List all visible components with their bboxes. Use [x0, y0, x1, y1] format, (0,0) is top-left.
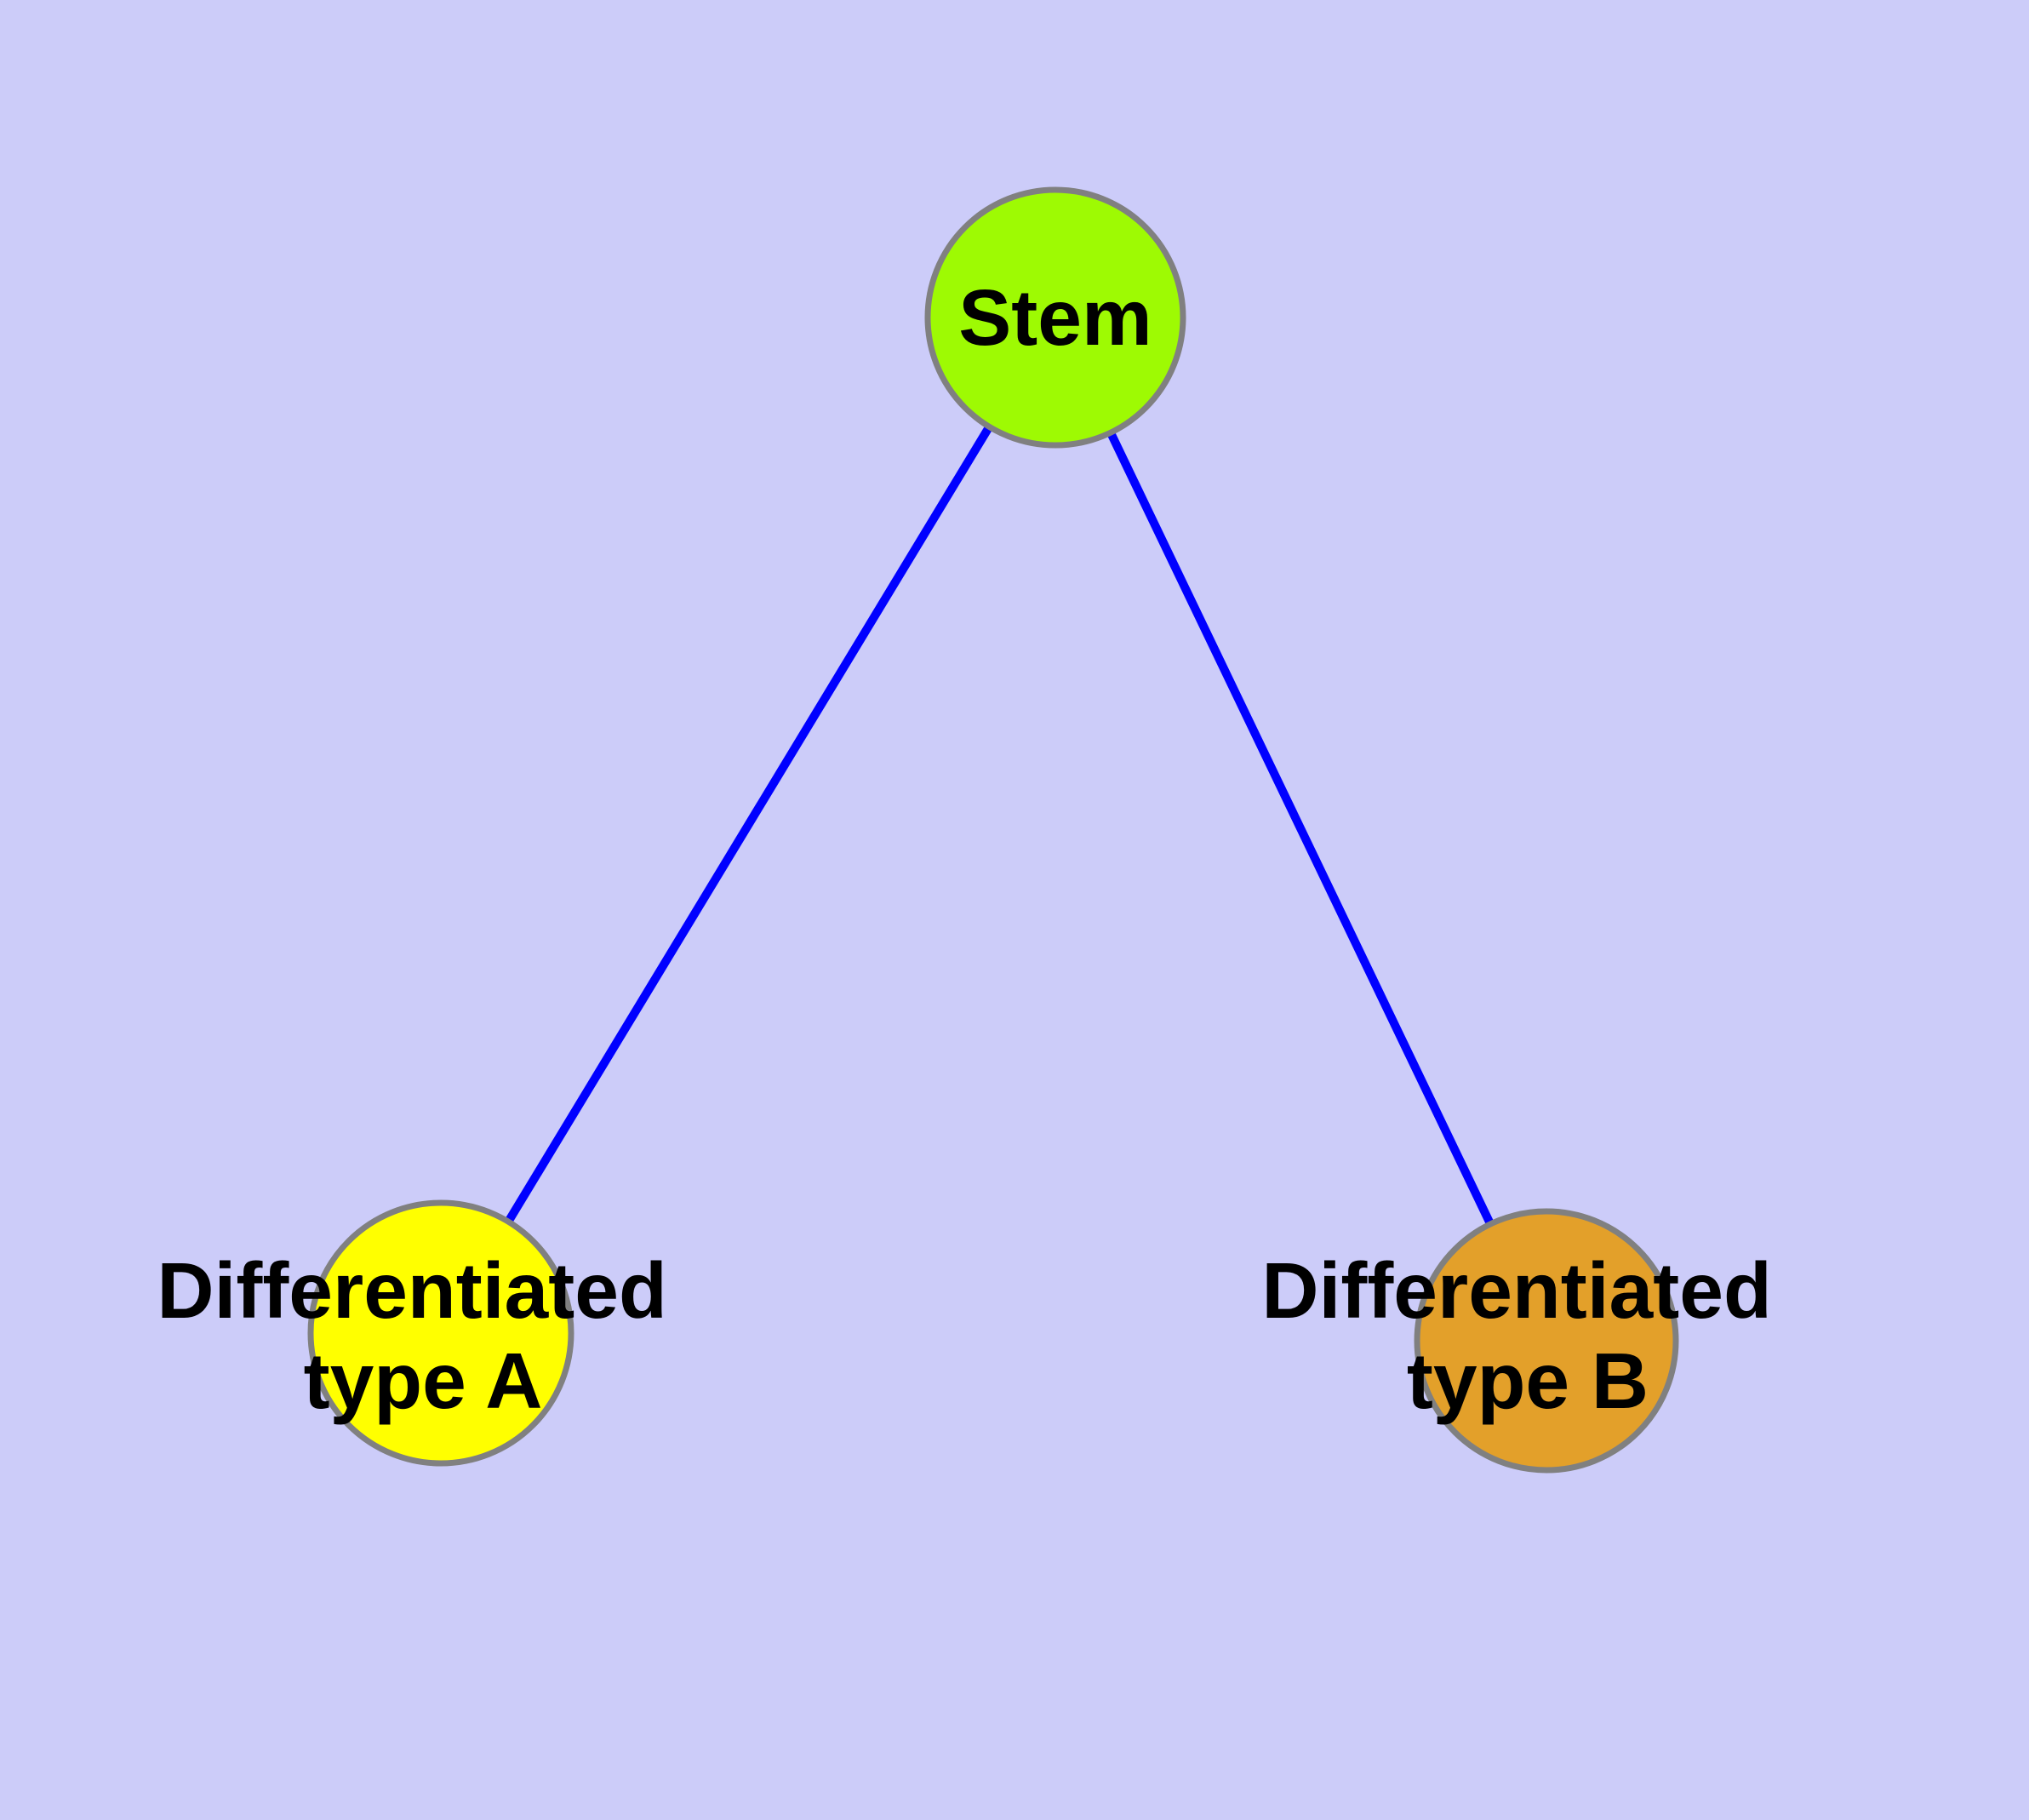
node-stem-circle[interactable]	[924, 186, 1186, 449]
node-differentiated-type-b[interactable]	[1414, 1208, 1679, 1474]
edge-stem-to-diff-a[interactable]	[437, 315, 1060, 1336]
node-differentiated-type-a-label-line-2: type A	[304, 1336, 543, 1425]
node-differentiated-type-b-circle[interactable]	[1414, 1208, 1679, 1474]
node-differentiated-type-b-label-line-1: Differentiated	[1261, 1246, 1771, 1335]
node-differentiated-type-a-label: Differentiated type A	[157, 1246, 689, 1425]
node-differentiated-type-a-circle[interactable]	[307, 1199, 574, 1467]
node-labels-layer: Stem Differentiated type A Differentiate…	[157, 273, 1793, 1425]
node-differentiated-type-a[interactable]	[307, 1199, 574, 1467]
node-stem-label: Stem	[958, 273, 1152, 362]
edges-layer	[437, 315, 1551, 1343]
node-stem[interactable]	[924, 186, 1186, 449]
node-differentiated-type-b-label-line-2: type B	[1407, 1336, 1649, 1425]
nodes-layer	[307, 186, 1679, 1474]
node-differentiated-type-b-label: Differentiated type B	[1261, 1246, 1793, 1425]
edge-stem-to-diff-b[interactable]	[1051, 315, 1551, 1343]
node-differentiated-type-a-label-line-1: Differentiated	[157, 1246, 666, 1335]
